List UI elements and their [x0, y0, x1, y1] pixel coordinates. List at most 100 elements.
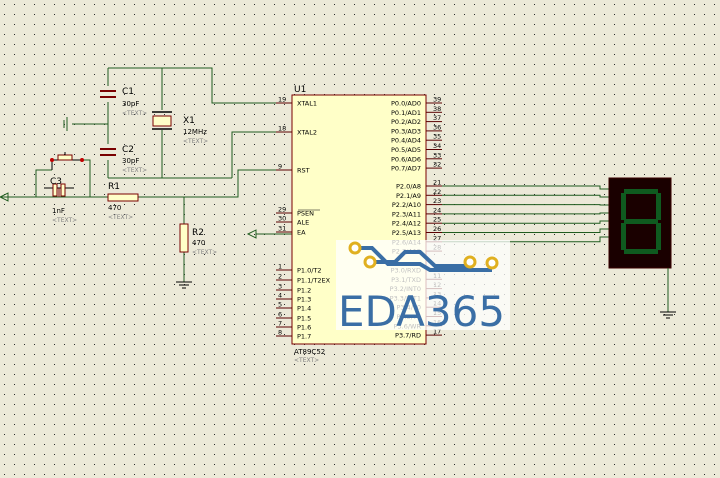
bus-wire: [442, 228, 609, 233]
r1-value: 470: [108, 204, 121, 212]
reset-circuit: C3 1nF <TEXT> R1 470 <TEXT> R2 470 <TEXT…: [0, 152, 290, 289]
pin-number: 31: [278, 225, 286, 233]
pin-number: 25: [433, 216, 441, 224]
c3-value: 1nF: [52, 207, 65, 215]
pin-name: P1.7: [297, 333, 311, 341]
pin-name: P0.3/AD3: [391, 127, 421, 135]
reset-button-icon[interactable]: [50, 152, 84, 170]
seven-segment-display[interactable]: [608, 177, 676, 319]
pin-name: P1.3: [297, 296, 311, 304]
pin-number: 8: [278, 329, 282, 337]
pin-name: P0.5/AD5: [391, 146, 421, 154]
c1-ref: C1: [122, 87, 134, 97]
pin-number: 22: [433, 188, 441, 196]
pin-number: 9: [278, 163, 282, 171]
pin-number: 35: [433, 133, 441, 141]
pin-name: P1.6: [297, 324, 311, 332]
pin-number: 21: [433, 179, 441, 187]
pin-name: P1.2: [297, 287, 311, 295]
pin-name: P1.1/T2EX: [297, 277, 331, 285]
pin-number: 23: [433, 197, 441, 205]
pin-number: 24: [433, 206, 441, 214]
pin-name: P2.3/A11: [392, 210, 421, 218]
capacitor-c2[interactable]: C2 30pF <TEXT>: [99, 144, 147, 174]
pin-number: 4: [278, 292, 282, 300]
pin-number: 18: [278, 125, 286, 133]
r2-value: 470: [192, 239, 205, 247]
capacitor-c3[interactable]: C3 1nF <TEXT>: [44, 177, 77, 224]
digit-eight-icon: [621, 189, 661, 254]
r1-ref: R1: [108, 182, 120, 192]
resistor-r2[interactable]: R2 470 <TEXT>: [179, 223, 217, 256]
pin-number: 30: [278, 215, 286, 223]
c1-value: 30pF: [122, 100, 139, 108]
r2-text: <TEXT>: [192, 249, 217, 256]
pin-name: P1.4: [297, 305, 311, 313]
pin-name: P0.2/AD2: [391, 118, 421, 126]
ea-terminal: [246, 229, 292, 239]
x1-value: 12MHz: [183, 128, 207, 136]
c2-text: <TEXT>: [122, 167, 147, 174]
capacitor-c1[interactable]: C1 30pF <TEXT>: [99, 86, 147, 117]
r1-text: <TEXT>: [108, 214, 133, 221]
pin-number: 1: [278, 263, 282, 271]
bus-wire: [442, 185, 609, 190]
pin-number: 29: [278, 206, 286, 214]
pin-number: 27: [433, 234, 441, 242]
pin-name: P0.0/AD0: [391, 100, 421, 108]
bus-wire: [442, 212, 609, 215]
pin-name: P2.4/A12: [392, 220, 421, 228]
bus-wire: [442, 194, 609, 198]
pin-number: 26: [433, 225, 441, 233]
pin-name: RST: [297, 167, 310, 175]
pin-number: 37: [433, 114, 441, 122]
crystal-x1[interactable]: X1 12MHz <TEXT>: [152, 111, 208, 145]
pin-name: P2.0/A8: [396, 183, 421, 191]
bus-wire: [442, 220, 609, 224]
pin-name: P0.4/AD4: [391, 137, 421, 145]
pin-number: 38: [433, 105, 441, 113]
pin-name: P0.6/AD6: [391, 155, 421, 163]
pin-number: 5: [278, 301, 282, 309]
pin-name: P2.5/A13: [392, 229, 421, 237]
u1-ref: U1: [294, 85, 306, 95]
pin-name: EA: [297, 229, 306, 237]
u1-part: AT89C52: [294, 348, 325, 356]
pin-name: P2.2/A10: [392, 201, 421, 209]
c2-value: 30pF: [122, 157, 139, 165]
resistor-r1[interactable]: R1 470 <TEXT>: [107, 182, 139, 221]
pin-number: 39: [433, 96, 441, 104]
pin-name: P1.0/T2: [297, 267, 322, 275]
